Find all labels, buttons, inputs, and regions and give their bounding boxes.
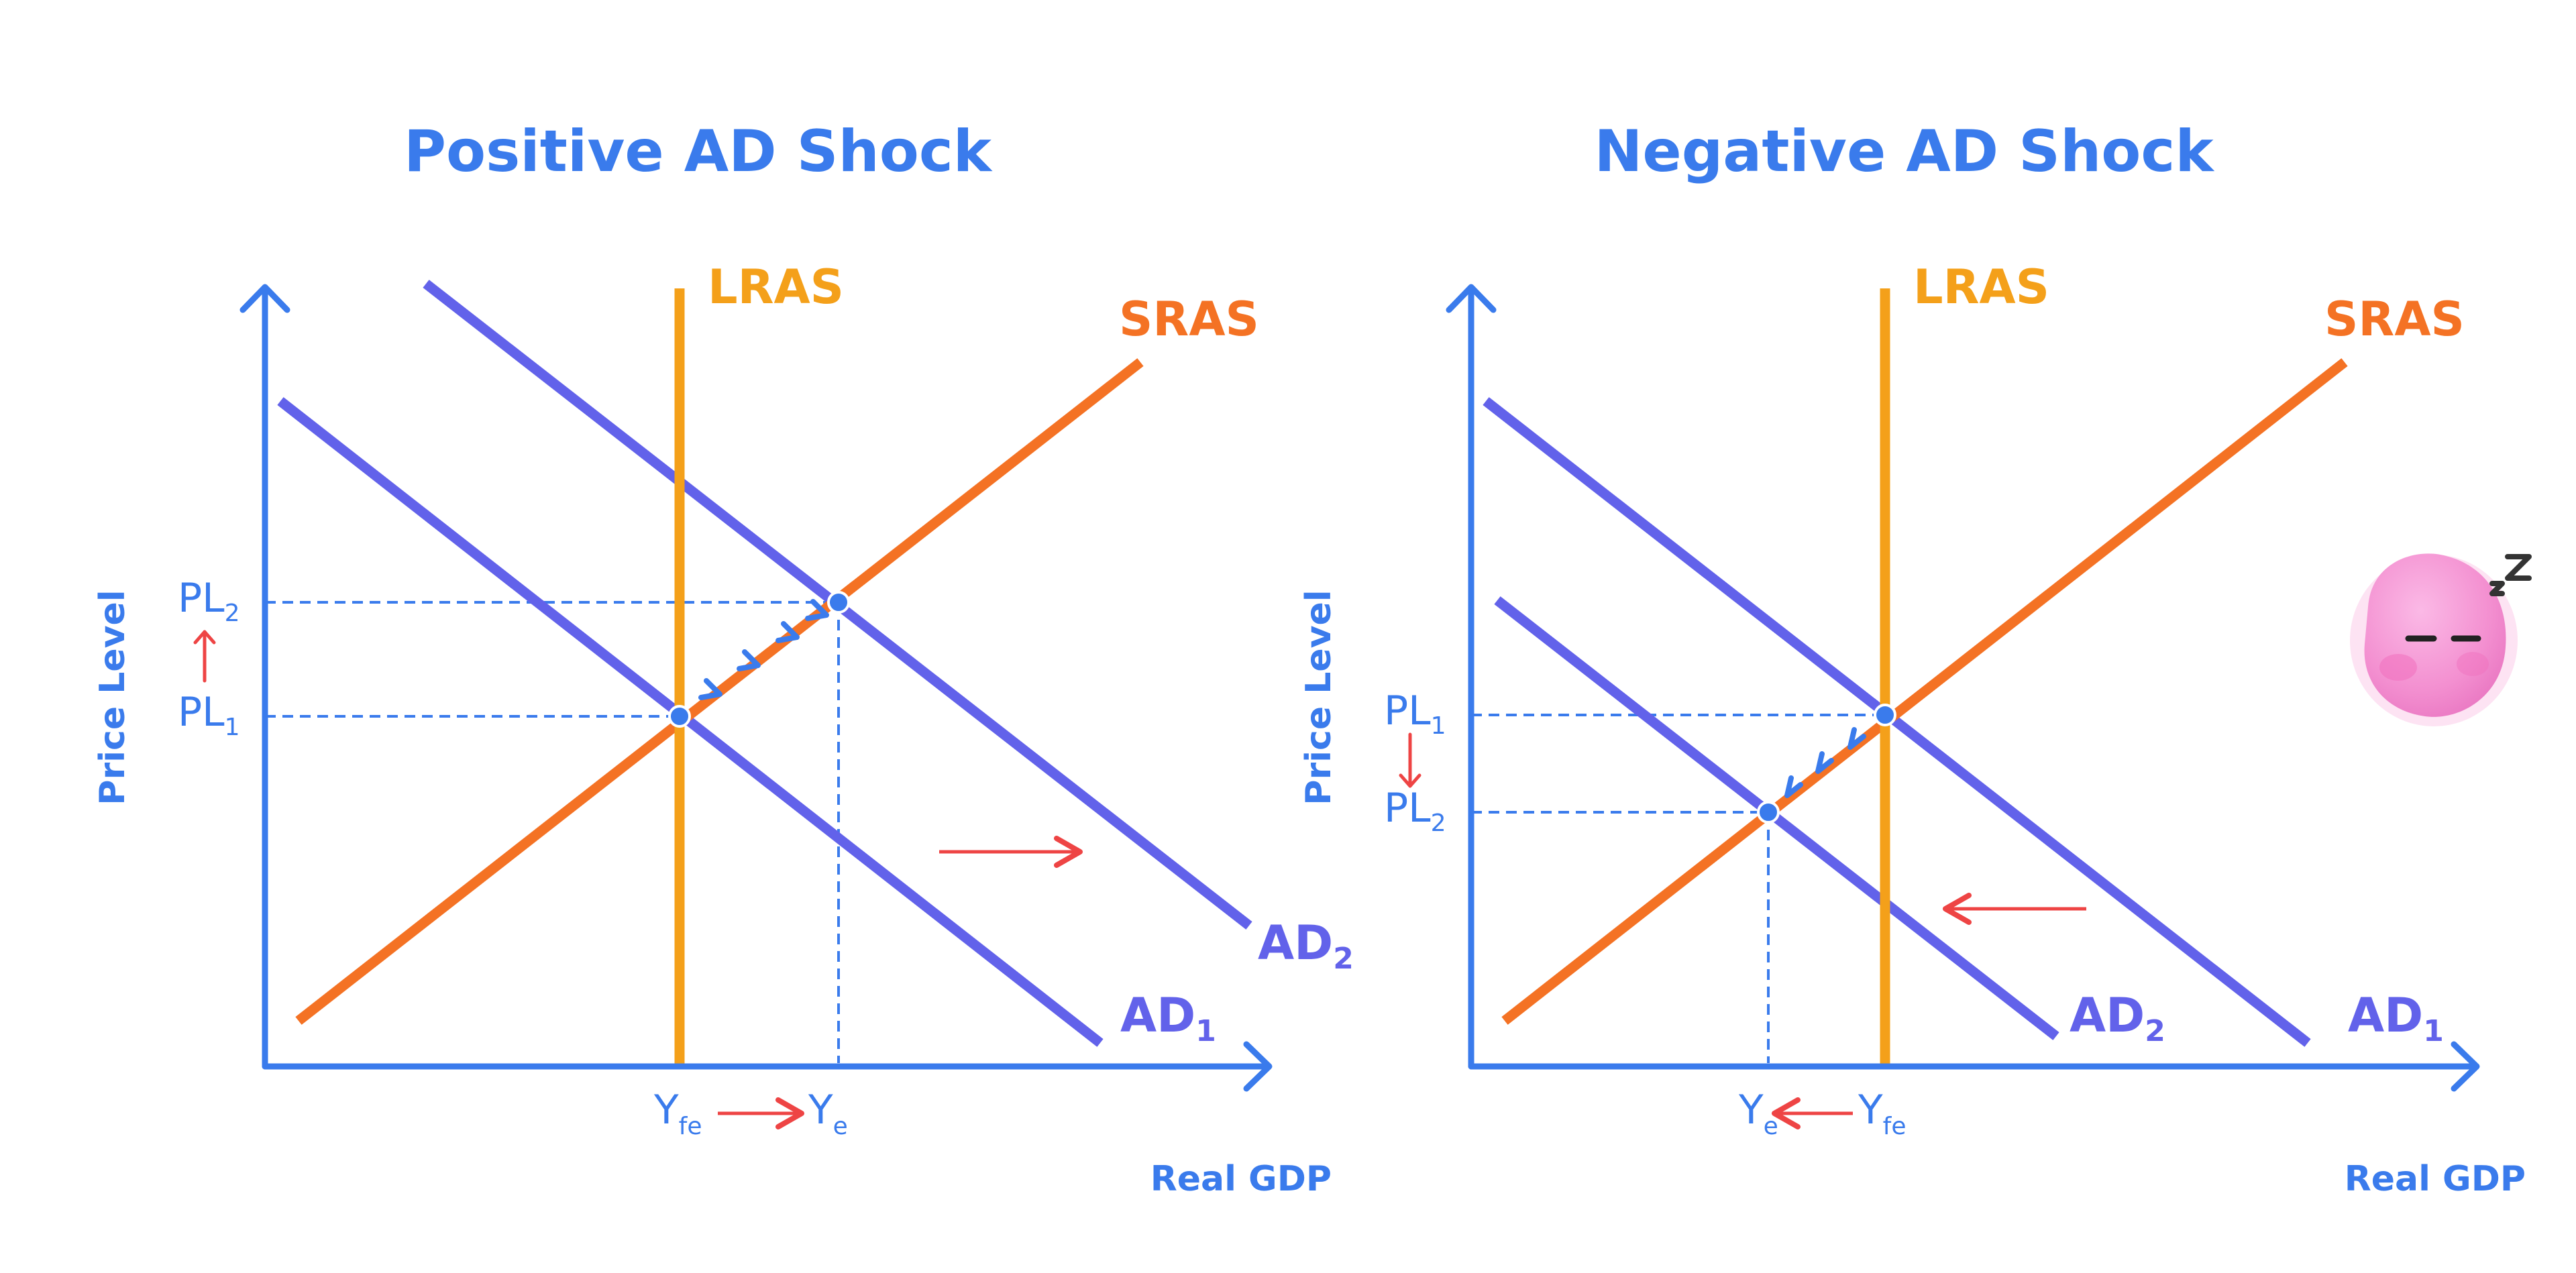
left-y-axis-arrowhead [239, 284, 290, 313]
left-title: Positive AD Shock [404, 118, 993, 185]
right-price-lower-label: PL2 [1384, 785, 1446, 837]
right-y-axis-label: Price Level [1299, 590, 1339, 805]
right-equilibrium-new [1757, 801, 1780, 824]
positive-shock-panel: Positive AD Shock LRAS SRAS AD1 AD [93, 118, 1354, 1199]
right-output-second-label: Yfe [1858, 1087, 1906, 1140]
left-y-axis-label: Price Level [93, 590, 133, 805]
left-price-change-arrow [193, 630, 216, 683]
left-x-axis-label: Real GDP [1150, 1159, 1332, 1199]
right-price-change-arrow [1399, 732, 1421, 788]
right-x-axis-arrowhead [2451, 1041, 2480, 1092]
left-ad-b-label: AD2 [1258, 916, 1354, 976]
right-title: Negative AD Shock [1594, 118, 2214, 185]
right-output-first-label: Ye [1738, 1087, 1778, 1140]
left-equilibrium-initial [668, 705, 691, 728]
right-movement-arrows [1784, 727, 1866, 798]
sleeping-blob-icon [2350, 553, 2532, 726]
left-output-first-label: Yfe [653, 1087, 702, 1140]
negative-shock-panel: Negative AD Shock LRAS SRAS AD2 AD1 [1299, 118, 2526, 1199]
left-output-second-label: Ye [808, 1087, 848, 1140]
left-ad-a-curve [277, 397, 1104, 1047]
left-lras-label: LRAS [708, 260, 844, 315]
right-y-axis-arrowhead [1446, 284, 1497, 313]
right-price-upper-label: PL1 [1384, 687, 1446, 740]
right-equilibrium-initial [1874, 704, 1896, 726]
right-sras-curve [1501, 358, 2348, 1025]
left-ad-a-label: AD1 [1120, 988, 1216, 1048]
right-x-axis-label: Real GDP [2345, 1159, 2526, 1199]
left-x-axis-arrowhead [1243, 1041, 1273, 1092]
right-lras-label: LRAS [1913, 260, 2049, 315]
left-movement-arrows [698, 599, 829, 700]
right-sras-label: SRAS [2324, 292, 2465, 347]
right-ad-a-label: AD2 [2070, 988, 2165, 1048]
left-price-upper-label: PL2 [178, 575, 240, 627]
right-ad-b-curve [1483, 397, 2311, 1047]
left-price-lower-label: PL1 [178, 689, 240, 741]
left-equilibrium-new [827, 591, 850, 614]
left-sras-label: SRAS [1119, 292, 1259, 347]
right-ad-b-label: AD1 [2348, 988, 2444, 1048]
